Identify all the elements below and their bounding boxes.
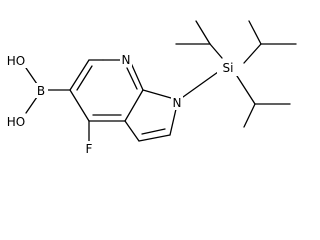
structure-diagram: N N Si B HO HO F xyxy=(4,20,297,156)
atom-f: F xyxy=(86,142,93,156)
bond-n1-si xyxy=(182,71,219,98)
bond-c3-c3a xyxy=(124,120,140,142)
bond-si-ipr3 xyxy=(236,75,256,105)
bond-c5-c6-double xyxy=(76,65,93,91)
bond-n7-c7a xyxy=(130,62,144,91)
bond-n7-c7a-double xyxy=(126,67,138,90)
bond-ipr2-me1 xyxy=(248,20,262,45)
bond-c7a-c3a xyxy=(124,89,144,122)
bond-c2-c3 xyxy=(138,134,171,142)
atom-n-pyrrole: N xyxy=(173,96,182,110)
bond-c7a-n1 xyxy=(142,89,172,99)
atom-labels: N N Si B HO HO F xyxy=(4,52,239,156)
bond-b-oh-top xyxy=(25,67,38,85)
atom-oh-bottom: HO xyxy=(7,115,25,129)
atom-oh-top: HO xyxy=(7,54,25,68)
bond-si-ipr2 xyxy=(243,43,262,64)
bond-c2-c3-double xyxy=(141,128,166,135)
bond-b-oh-bottom xyxy=(25,96,38,114)
bonds xyxy=(25,20,297,143)
atom-n-pyridine: N xyxy=(122,53,131,67)
bond-si-ipr1 xyxy=(209,43,223,59)
bond-ipr3-me2 xyxy=(243,103,256,128)
bond-c4-c5 xyxy=(69,89,90,122)
atom-b: B xyxy=(37,84,45,98)
atom-si: Si xyxy=(223,61,234,75)
bond-ipr1-me2 xyxy=(195,20,211,45)
bond-n1-c2 xyxy=(169,108,177,136)
bond-c5-c6 xyxy=(69,59,90,91)
